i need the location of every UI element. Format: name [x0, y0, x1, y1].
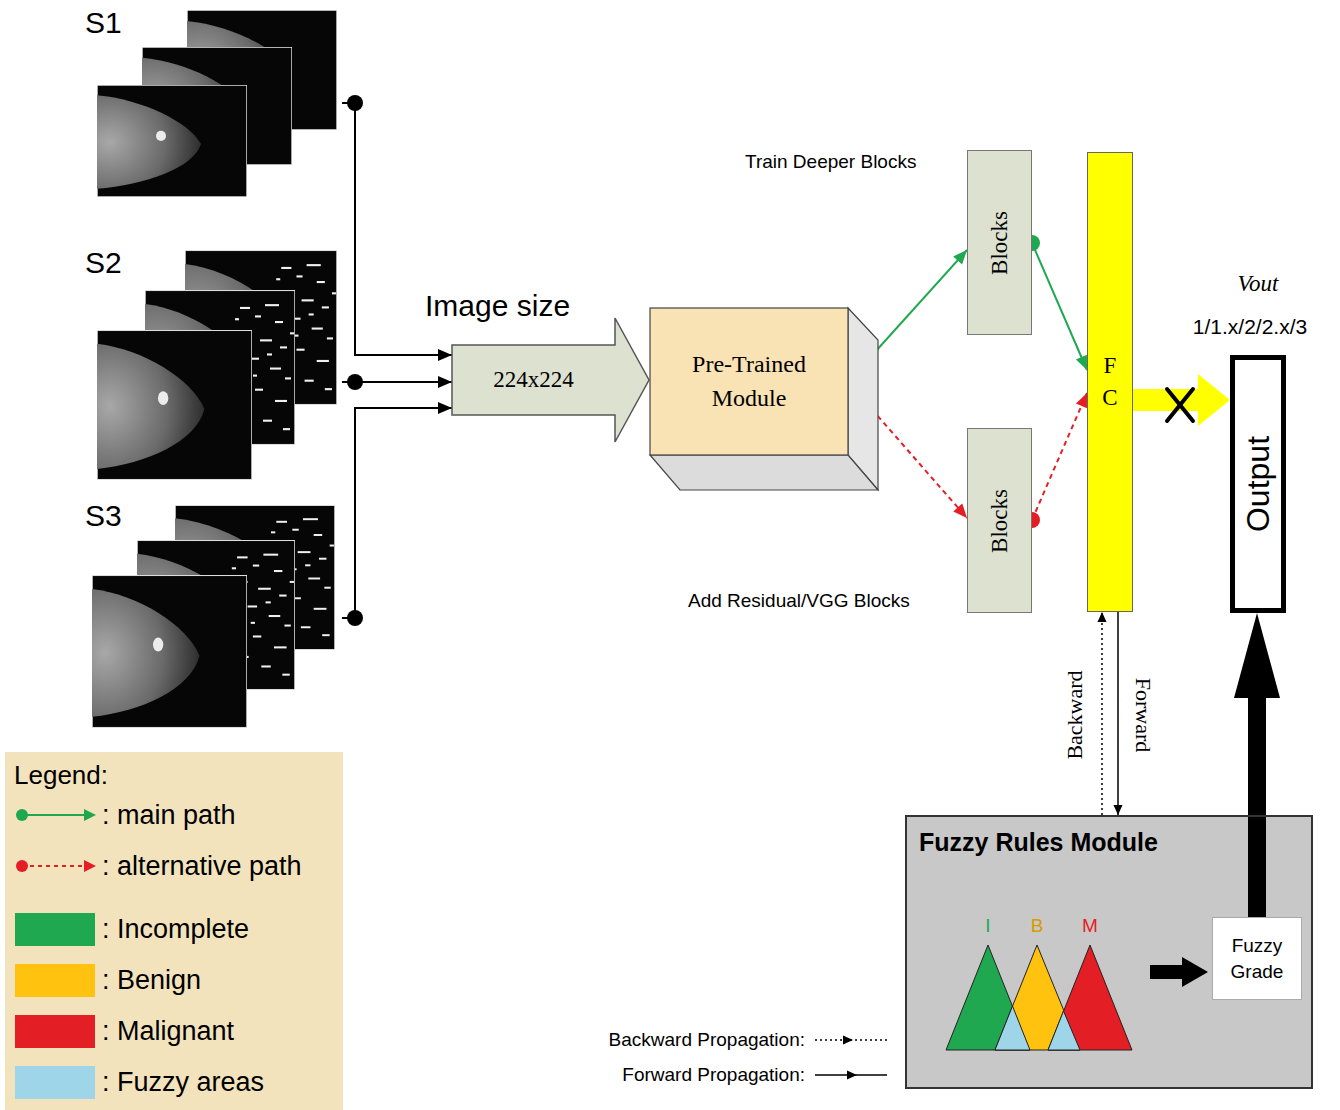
membership-triangles — [946, 945, 1132, 1050]
size-heading: Image size — [425, 288, 570, 324]
path-dot — [347, 610, 363, 626]
box-bottom — [650, 455, 878, 490]
connector — [1098, 612, 1107, 815]
arrowhead — [1198, 374, 1230, 426]
path-dot — [347, 95, 363, 111]
output-box: Output — [1230, 355, 1286, 613]
legend-swatch — [15, 1066, 95, 1099]
arrowhead — [438, 349, 452, 361]
module-text: Pre-Trained Module — [658, 348, 840, 415]
stack-label: S1 — [85, 5, 122, 41]
box-front-face: Pre-Trained Module — [650, 308, 848, 455]
edge-label: Backward — [1063, 670, 1087, 759]
size-text: 224x224 — [493, 367, 574, 393]
connector — [1032, 243, 1087, 370]
legend-text: : Benign — [102, 964, 201, 996]
arrowhead — [1114, 805, 1123, 815]
box-front — [650, 308, 848, 455]
connector — [1114, 612, 1123, 815]
connector-line — [1032, 243, 1087, 370]
arrowhead — [1098, 612, 1107, 622]
legend-text: : Fuzzy areas — [102, 1066, 264, 1098]
legend-line-samples — [16, 809, 887, 1080]
fuzzy-module: Fuzzy Rules ModuleFuzzy Grade — [905, 815, 1313, 1089]
arrowhead — [1076, 355, 1087, 370]
connector — [342, 103, 452, 361]
block-text: Blocks — [987, 489, 1013, 553]
legend-swatch — [15, 964, 95, 997]
module-heading: Fuzzy Rules Module — [919, 827, 1158, 857]
fc-text: F C — [1102, 350, 1118, 414]
path-dot — [347, 374, 363, 390]
legend-text: : main path — [102, 799, 236, 831]
membership-label: B — [1031, 915, 1044, 938]
block-text: Blocks — [987, 211, 1013, 275]
image-stack: S3 — [80, 498, 342, 730]
stack-label: S3 — [85, 498, 122, 534]
legend-title: Legend: — [14, 760, 108, 791]
arrowhead — [953, 250, 967, 264]
fc-layer: F C — [1087, 152, 1133, 612]
blocks-rect: Blocks — [967, 150, 1032, 335]
connector — [1234, 613, 1280, 917]
fuzzy-grade-box: Fuzzy Grade — [1212, 917, 1302, 1000]
output-variable: Vout — [1238, 270, 1279, 298]
connector-line — [1032, 393, 1087, 520]
blocks-rect: Blocks — [967, 428, 1032, 613]
arrow-outline — [452, 318, 649, 442]
arrowhead — [953, 504, 967, 518]
connector-line — [1101, 612, 1103, 815]
legend-swatch — [15, 1015, 95, 1048]
legend-text: Forward Propagation: — [622, 1064, 805, 1087]
image-stack: S1 — [80, 5, 342, 197]
output-text: Output — [1240, 436, 1277, 532]
legend-text: : Malignant — [102, 1015, 234, 1047]
legend-swatch — [15, 913, 95, 946]
membership-label: M — [1082, 915, 1098, 938]
arrowhead — [438, 402, 452, 414]
grade-values: 1/1.x/2/2.x/3 — [1193, 314, 1307, 339]
connector — [342, 402, 452, 618]
legend-text: : alternative path — [102, 850, 302, 882]
legend-text: Backward Propagation: — [609, 1029, 805, 1052]
cross-symbol — [1167, 389, 1193, 421]
input-arrow: Image size 224x224 — [425, 290, 651, 442]
blocks-box: Blocks Train Deeper Blocks — [745, 148, 1032, 336]
arrowhead — [1076, 393, 1087, 408]
connector — [1032, 393, 1087, 520]
block-heading: Add Residual/VGG Blocks — [688, 589, 910, 613]
arrow-body: 224x224 — [452, 345, 615, 415]
image-stack: S2 — [80, 245, 342, 483]
connector-line — [1117, 612, 1119, 815]
arrowhead — [1234, 613, 1280, 698]
edge-label: Forward — [1131, 678, 1155, 753]
fuzzy-arrow — [1150, 957, 1208, 987]
blocks-box: BlocksAdd Residual/VGG Blocks — [688, 428, 1032, 615]
block-heading: Train Deeper Blocks — [745, 150, 916, 174]
connector — [1133, 374, 1230, 426]
grade-text: Fuzzy Grade — [1217, 933, 1297, 984]
pretrained-module: Pre-Trained Module — [650, 308, 880, 492]
legend-text: : Incomplete — [102, 913, 249, 945]
membership-label: I — [985, 915, 990, 938]
connector-line — [1248, 696, 1266, 917]
mammogram-stacks — [92, 10, 337, 728]
arrowhead — [438, 376, 452, 388]
stack-label: S2 — [85, 245, 122, 281]
connector-line — [342, 408, 452, 618]
legend-panel — [5, 752, 343, 1110]
